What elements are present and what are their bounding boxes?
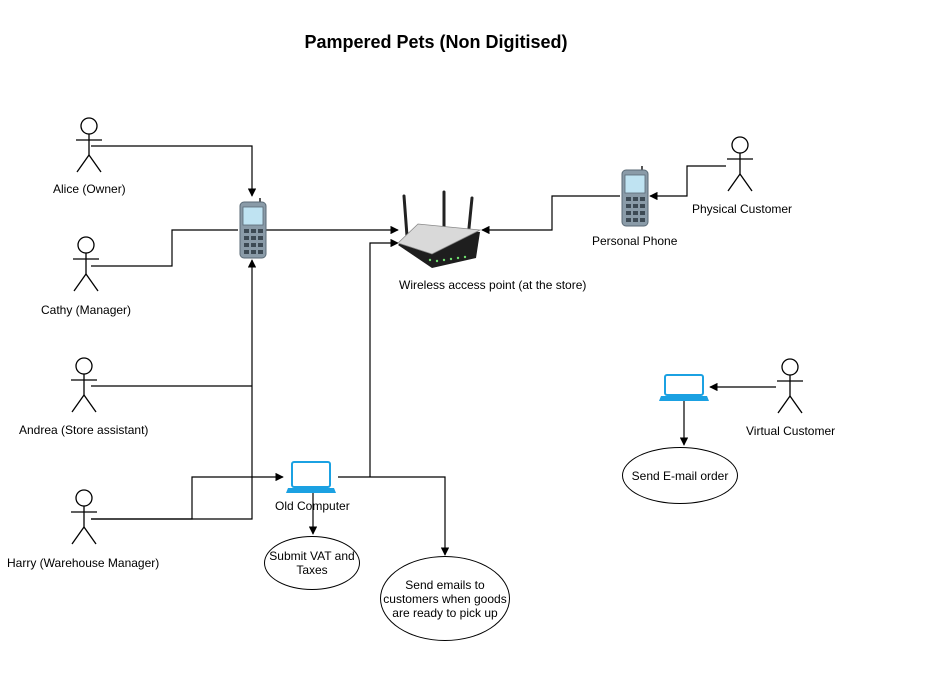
diagram-title: Pampered Pets (Non Digitised)	[304, 32, 568, 52]
edge-computer-emails	[338, 476, 450, 556]
edge-cathy-phone	[91, 229, 238, 267]
label-physical-customer: Physical Customer	[692, 202, 793, 216]
old-computer-laptop-icon	[286, 461, 336, 493]
label-old-computer: Old Computer	[275, 499, 350, 513]
edge-alice-phone	[91, 145, 257, 197]
edge-harry-computer	[91, 472, 284, 520]
actor-virtual-customer	[776, 358, 804, 414]
edge-computer-router	[369, 238, 399, 477]
actor-physical-customer	[726, 136, 754, 192]
wireless-router-icon	[397, 190, 482, 268]
usecase-send-email-order-text: Send E-mail order	[631, 468, 729, 483]
label-alice: Alice (Owner)	[53, 182, 126, 196]
store-phone-icon	[239, 198, 267, 259]
label-personal-phone: Personal Phone	[592, 234, 678, 248]
actor-harry	[70, 489, 98, 545]
actor-alice	[75, 117, 103, 173]
usecase-submit-vat: Submit VAT and Taxes	[264, 536, 360, 590]
edge-personalphone-router	[481, 195, 620, 235]
usecase-send-emails: Send emails to customers when goods are …	[380, 556, 510, 641]
actor-cathy	[72, 236, 100, 292]
actor-andrea	[70, 357, 98, 413]
usecase-send-email-order: Send E-mail order	[622, 447, 738, 504]
edge-physical-personalphone	[649, 165, 726, 201]
usecase-send-emails-text: Send emails to customers when goods are …	[383, 577, 507, 620]
personal-phone-icon	[621, 166, 649, 227]
connectors	[91, 145, 776, 556]
usecase-submit-vat-text: Submit VAT and Taxes	[269, 549, 355, 577]
virtual-laptop-icon	[659, 374, 709, 401]
edge-harry-phone	[91, 259, 257, 520]
label-cathy: Cathy (Manager)	[41, 303, 132, 317]
label-harry: Harry (Warehouse Manager)	[7, 556, 160, 570]
label-router: Wireless access point (at the store)	[399, 278, 587, 292]
label-virtual-customer: Virtual Customer	[746, 424, 836, 438]
label-andrea: Andrea (Store assistant)	[19, 423, 149, 437]
